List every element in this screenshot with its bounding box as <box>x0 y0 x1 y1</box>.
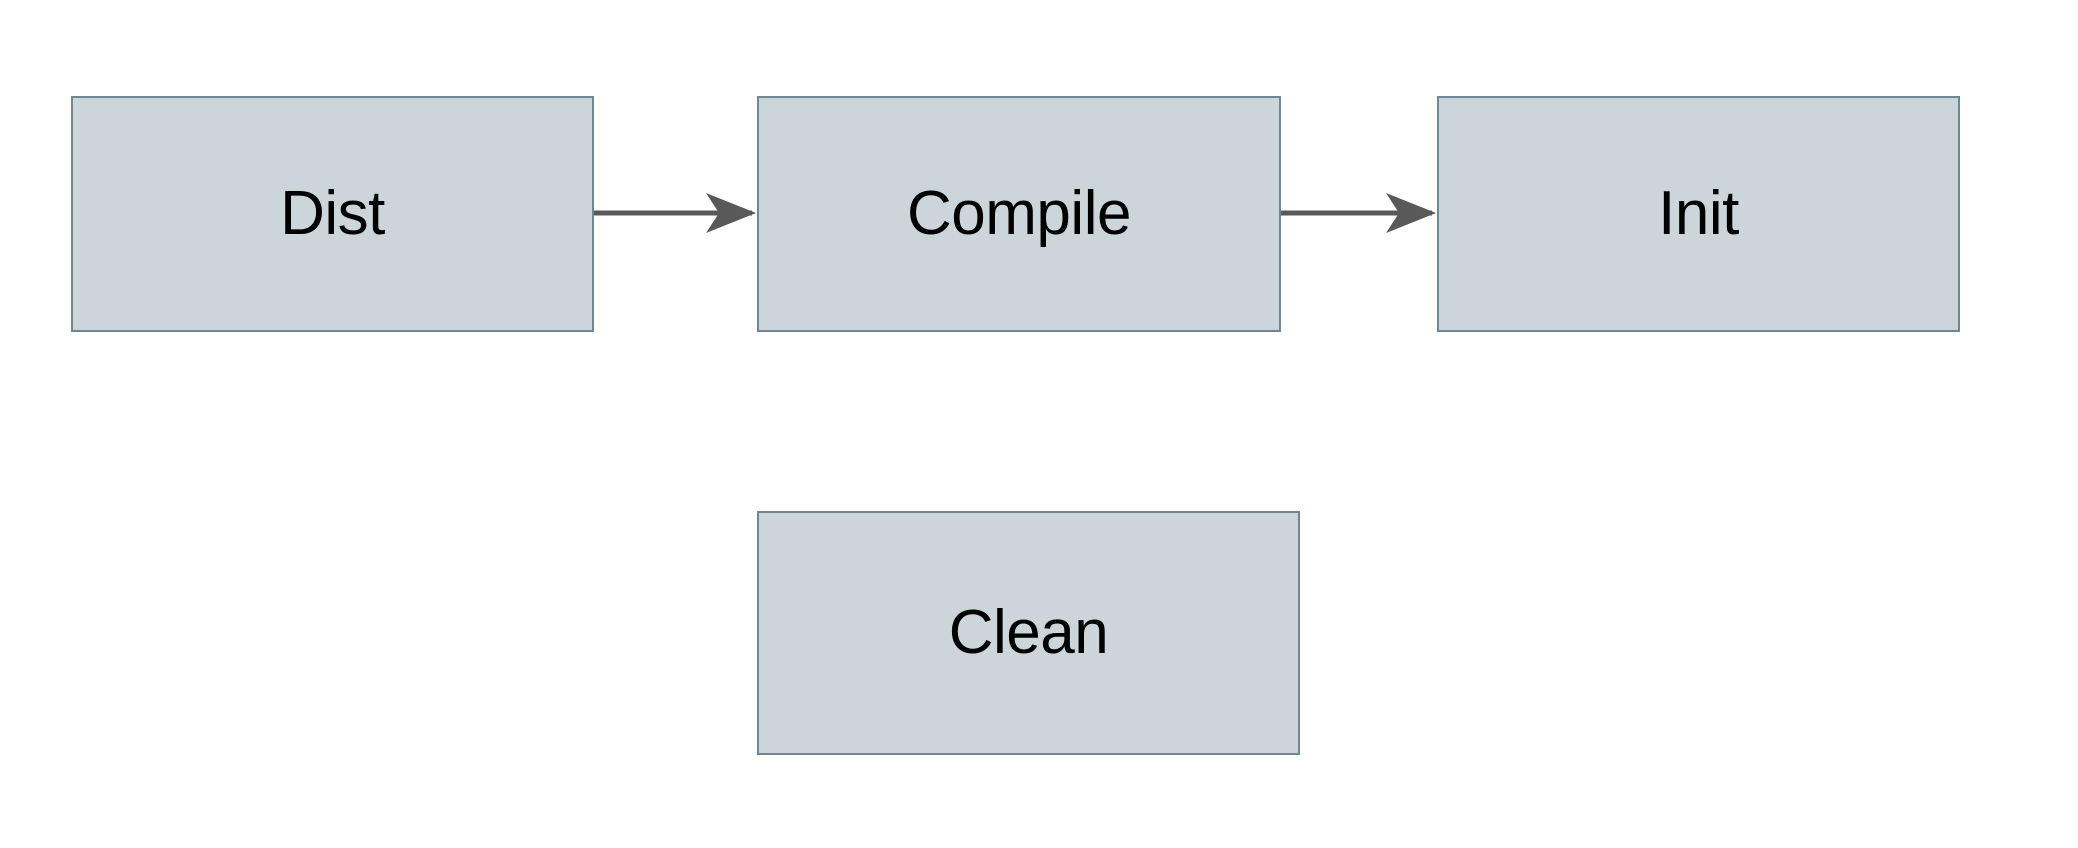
node-clean[interactable]: Clean <box>757 511 1300 755</box>
node-compile[interactable]: Compile <box>757 96 1281 332</box>
node-label-dist: Dist <box>280 179 385 248</box>
node-init[interactable]: Init <box>1437 96 1960 332</box>
node-label-init: Init <box>1658 179 1739 248</box>
node-dist[interactable]: Dist <box>71 96 594 332</box>
node-label-compile: Compile <box>907 179 1131 248</box>
node-label-clean: Clean <box>948 598 1109 667</box>
